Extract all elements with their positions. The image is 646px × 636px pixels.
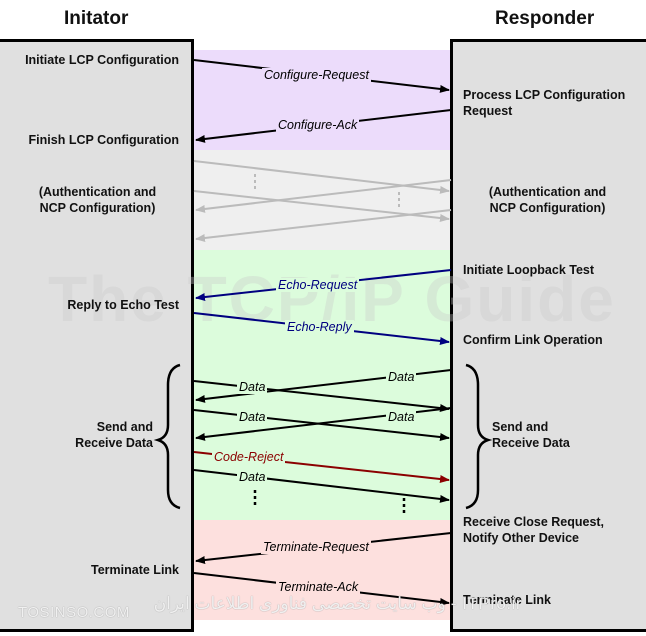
watermark-persian: ITPro.ir - وب سایت تخصصی فناوری اطلاعات … <box>153 594 522 613</box>
responder-auth-line1: (Authentication and <box>488 185 607 199</box>
initiate-lcp-label: Initiate LCP Configuration <box>25 53 179 67</box>
message-arrow-data <box>193 380 450 412</box>
watermark-site: TOSINSO.COM <box>18 604 130 621</box>
finish-lcp-label: Finish LCP Configuration <box>28 133 179 147</box>
confirm-link-label: Confirm Link Operation <box>463 333 603 347</box>
initiator-terminate-label: Terminate Link <box>91 563 179 577</box>
responder-send-line1: Send and <box>492 420 549 434</box>
auth-arrows <box>193 160 452 242</box>
message-label-echo-request: Echo-Request <box>276 278 360 292</box>
initiator-auth-line2: NCP Configuration) <box>39 201 156 215</box>
close-request-line1: Receive Close Request, <box>463 515 605 529</box>
initiator-box <box>0 39 194 632</box>
message-label-echo-reply: Echo-Reply <box>285 320 354 334</box>
message-label-terminate-request: Terminate-Request <box>261 540 371 554</box>
message-label-data: Data <box>237 410 268 424</box>
auth-arrow-3 <box>195 179 452 213</box>
initiator-header: Initator <box>64 8 129 29</box>
message-label-code-reject: Code-Reject <box>212 450 286 464</box>
message-label-data: Data <box>237 380 268 394</box>
message-label-data: Data <box>386 410 417 424</box>
responder-box <box>450 39 646 632</box>
responder-header: Responder <box>495 8 595 29</box>
close-request-line2: Notify Other Device <box>463 531 580 545</box>
message-label-configure-ack: Configure-Ack <box>276 118 360 132</box>
auth-arrow-1 <box>193 160 450 194</box>
terminate-phase-band <box>193 520 451 620</box>
initiator-send-line2: Receive Data <box>75 436 153 450</box>
loopback-label: Initiate Loopback Test <box>463 263 595 277</box>
auth-arrow-4 <box>195 209 452 242</box>
left-brace <box>153 363 181 510</box>
lcp-phase-band <box>193 50 451 150</box>
close-request-label: Receive Close Request, Notify Other Devic… <box>463 514 643 546</box>
responder-auth-line2: NCP Configuration) <box>489 201 606 215</box>
process-lcp-line2: Request <box>463 104 513 118</box>
reply-echo-label: Reply to Echo Test <box>67 298 179 312</box>
message-label-data: Data <box>237 470 268 484</box>
initiator-send-line1: Send and <box>96 420 153 434</box>
initiator-auth-line1: (Authentication and <box>38 185 157 199</box>
message-label-data: Data <box>386 370 417 384</box>
right-brace <box>465 363 493 510</box>
responder-terminate-label: Terminate Link <box>463 593 551 607</box>
message-arrow-data <box>193 469 450 503</box>
responder-send-line2: Receive Data <box>492 436 570 450</box>
message-label-terminate-ack: Terminate-Ack <box>276 580 361 594</box>
message-label-configure-request: Configure-Request <box>262 68 371 82</box>
process-lcp-line1: Process LCP Configuration <box>463 88 626 102</box>
